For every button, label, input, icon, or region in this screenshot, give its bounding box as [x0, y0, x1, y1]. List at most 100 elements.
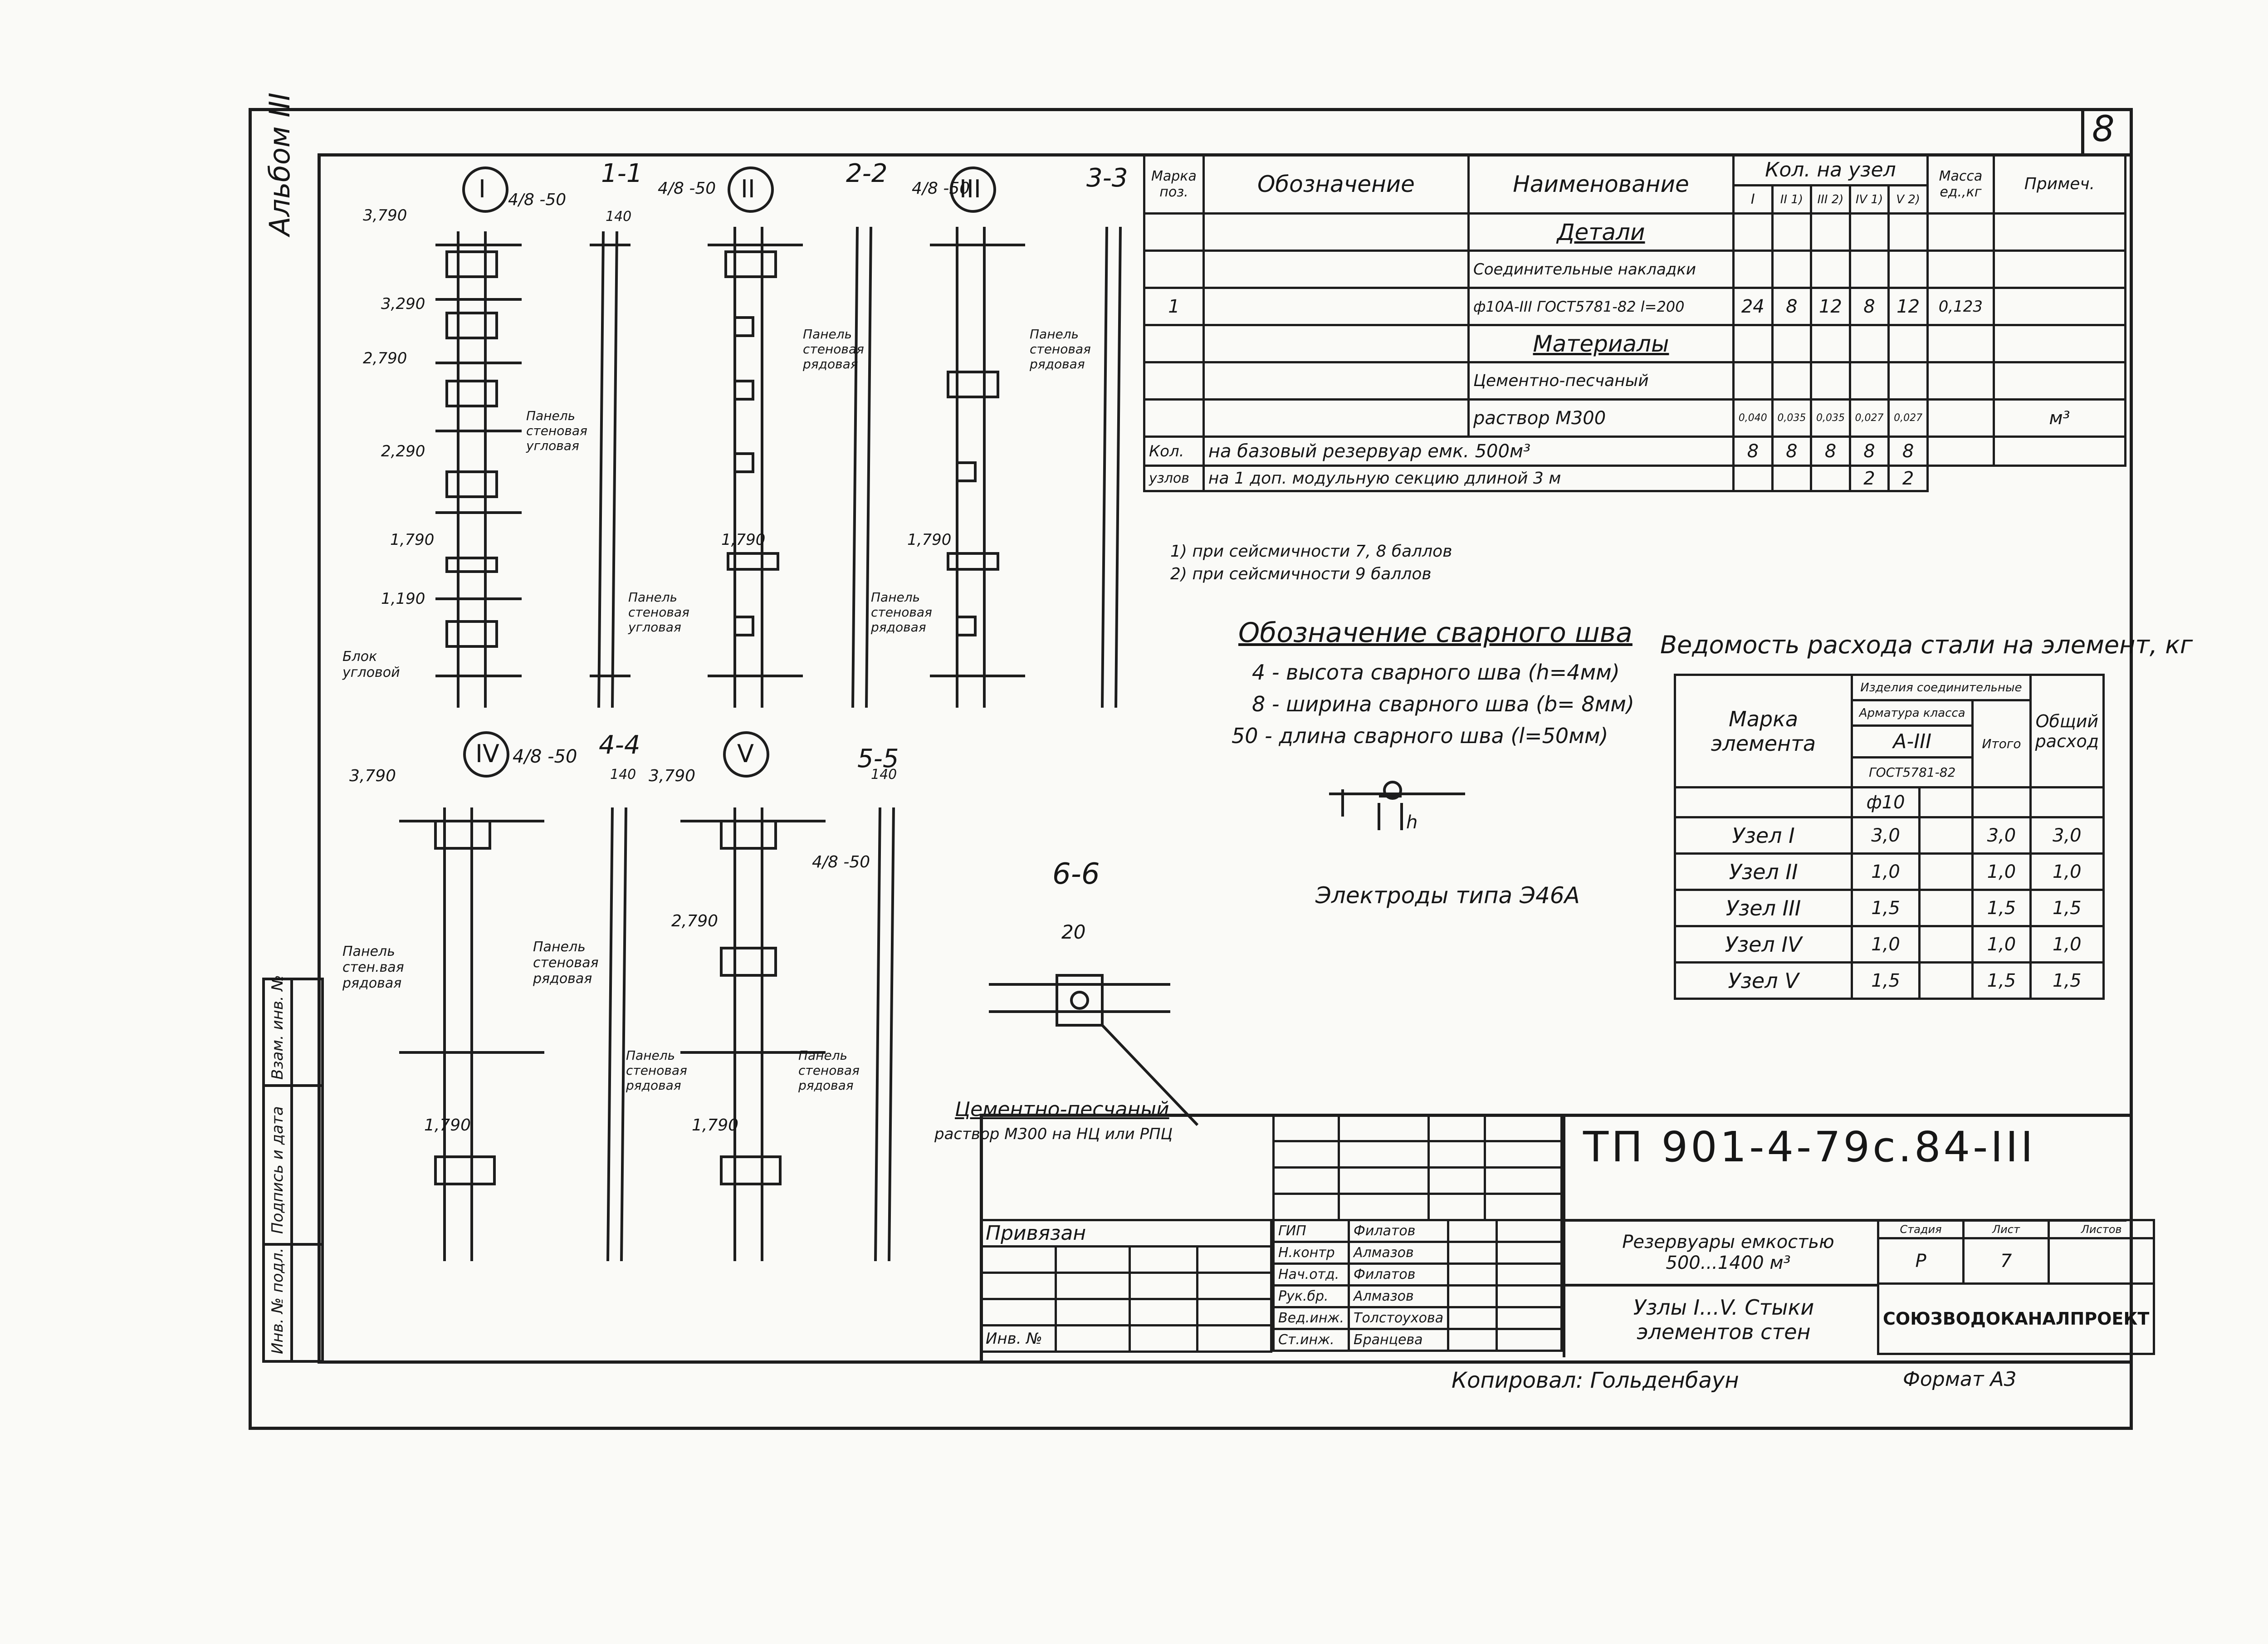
table-row: раствор М300 0,040 0,035 0,035 0,027 0,0…	[1143, 398, 2127, 438]
panel-label: Панель стеновая рядовая	[798, 1048, 860, 1093]
elevation: 1,790	[424, 1116, 471, 1135]
weld-mark: 4/8 -50	[658, 179, 716, 198]
section-label: 3-3	[1086, 163, 1128, 193]
section-label: 6-6	[1052, 857, 1100, 891]
row-massa: 0,123	[1926, 287, 1995, 326]
row-k: 12	[1810, 287, 1851, 326]
dimension: 20	[1061, 921, 1086, 943]
elevation: 1,190	[381, 590, 425, 608]
panel-label: Панель стеновая рядовая	[871, 590, 932, 635]
desc-divider	[1563, 1284, 1877, 1287]
stadia-header: Стадия	[1877, 1219, 1965, 1239]
weld-h-label: h	[1406, 812, 1418, 833]
weld-legend-line: 50 - длина сварного шва (l=50мм)	[1232, 724, 1608, 748]
role: Рук.бр.	[1272, 1284, 1350, 1308]
steel-h-d: ф10	[1851, 786, 1921, 818]
node-mark: I	[479, 175, 486, 203]
steel-row-name: Узел I	[1673, 816, 1853, 855]
total-desc: на 1 доп. модульную секцию длиной 3 м	[1202, 465, 1735, 492]
table-row: 1 ф10А-III ГОСТ5781-82 l=200 24 8 12 8 1…	[1143, 287, 2127, 326]
block-label: Блок угловой	[342, 649, 400, 680]
table-row: Соединительные накладки	[1143, 250, 2127, 289]
dimension: 140	[606, 209, 632, 225]
copied-by: Копировал: Гольденбаун	[1452, 1368, 1739, 1393]
node-mark: II	[741, 175, 755, 203]
weld-legend-line: 4 - высота сварного шва (h=4мм)	[1252, 660, 1620, 685]
row-k: 0,027	[1848, 398, 1890, 438]
section-label: 4-4	[599, 730, 640, 760]
row-name: Соединительные накладки	[1467, 250, 1735, 289]
table-row: Узел V 1,5 1,5 1,5	[1673, 961, 2105, 1000]
row-name: Детали	[1467, 212, 1735, 252]
elevation: 2,790	[363, 349, 407, 367]
steel-row-itogo: 1,5	[1971, 889, 2032, 927]
mortar-sub: раствор М300 на НЦ или РПЦ	[934, 1125, 1173, 1143]
hdr-marka: Марка поз.	[1143, 153, 1205, 215]
elevation: 3,290	[381, 295, 425, 313]
person-name: Филатов	[1347, 1262, 1450, 1287]
weld-mark: 4/8 -50	[812, 853, 870, 871]
person-name: Толстоухова	[1347, 1306, 1450, 1330]
panel-label: Панель стеновая рядовая	[626, 1048, 687, 1093]
dimension: 140	[871, 767, 897, 783]
row-marka: 1	[1143, 287, 1205, 326]
row-name: раствор М300	[1467, 398, 1735, 438]
steel-row-itogo: 1,0	[1971, 925, 2032, 964]
table-row: Материалы	[1143, 324, 2127, 363]
elevation: 1,790	[721, 531, 766, 549]
steel-row-a: 1,0	[1851, 852, 1921, 891]
row-k: 0,035	[1810, 398, 1851, 438]
strip-vzam: Взам. инв. №	[269, 975, 287, 1080]
hdr-kol-col: I	[1732, 184, 1774, 215]
elevation: 1,790	[390, 531, 435, 549]
hdr-kol-col: II 1)	[1771, 184, 1813, 215]
left-strip-divider	[262, 1084, 321, 1087]
section-label: 5-5	[857, 744, 899, 773]
hdr-kol-col: IV 1)	[1848, 184, 1890, 215]
steel-h-total: Общий расход	[2029, 674, 2105, 788]
table-row: Детали	[1143, 212, 2127, 252]
role: Н.контр	[1272, 1241, 1350, 1265]
total-desc: на базовый резервуар емк. 500м³	[1203, 435, 1735, 467]
row-k: 8	[1771, 287, 1813, 326]
album-label: Альбом III	[263, 92, 296, 236]
steel-row-a: 1,5	[1851, 961, 1921, 1000]
section-label: 1-1	[601, 159, 643, 188]
table-row: Узел II 1,0 1,0 1,0	[1673, 852, 2105, 891]
listov-header: Листов	[2048, 1219, 2156, 1239]
weld-legend-title: Обозначение сварного шва	[1238, 617, 1633, 649]
hdr-oboznach: Обозначение	[1202, 153, 1470, 215]
role: Ст.инж.	[1272, 1328, 1350, 1352]
row-prim: м³	[1992, 398, 2127, 438]
elevation: 1,790	[692, 1116, 739, 1135]
total-label: узлов	[1143, 465, 1205, 492]
steel-row-total: 1,0	[2029, 925, 2105, 964]
steel-h-gost: ГОСТ5781-82	[1851, 756, 1974, 788]
spec-note: 1) при сейсмичности 7, 8 баллов	[1170, 542, 1452, 561]
row-k: 8	[1771, 435, 1813, 467]
table-row: Цементно-песчаный	[1143, 361, 2127, 401]
weld-legend-line: 8 - ширина сварного шва (b= 8мм)	[1252, 692, 1634, 716]
role: Нач.отд.	[1272, 1262, 1350, 1287]
electrodes: Электроды типа Э46А	[1315, 882, 1580, 909]
table-row: узлов на 1 доп. модульную секцию длиной …	[1143, 465, 2126, 492]
row-name: Материалы	[1467, 324, 1735, 363]
privyazan-label: Привязан	[980, 1219, 1272, 1248]
stadia-grid: Стадия Лист Листов Р 7 СОЮЗВОДОКАНАЛПРОЕ…	[1877, 1219, 2156, 1355]
title-desc1: Резервуары емкостью 500...1400 м³	[1622, 1232, 1834, 1273]
steel-table: Марка элемента Изделия соединительные Об…	[1673, 674, 2105, 1000]
steel-row-name: Узел II	[1673, 852, 1853, 891]
elevation: 3,790	[649, 767, 696, 785]
steel-h-itogo: Итого	[1971, 699, 2032, 788]
panel-label: Панель стеновая угловая	[628, 590, 689, 635]
paper-format: Формат А3	[1903, 1368, 2017, 1391]
person-name: Алмазов	[1347, 1241, 1450, 1265]
row-k: 12	[1887, 287, 1929, 326]
hdr-massa: Масса ед.,кг	[1926, 153, 1995, 215]
drawing-code: ТП 901-4-79с.84-III	[1583, 1123, 2036, 1171]
steel-h-izdel: Изделия соединительные	[1851, 674, 2032, 701]
row-k: 2	[1887, 465, 1929, 492]
steel-h-marka: Марка элемента	[1673, 674, 1853, 788]
steel-h-armat: Арматура класса	[1851, 699, 1974, 727]
dimension: 140	[610, 767, 636, 783]
